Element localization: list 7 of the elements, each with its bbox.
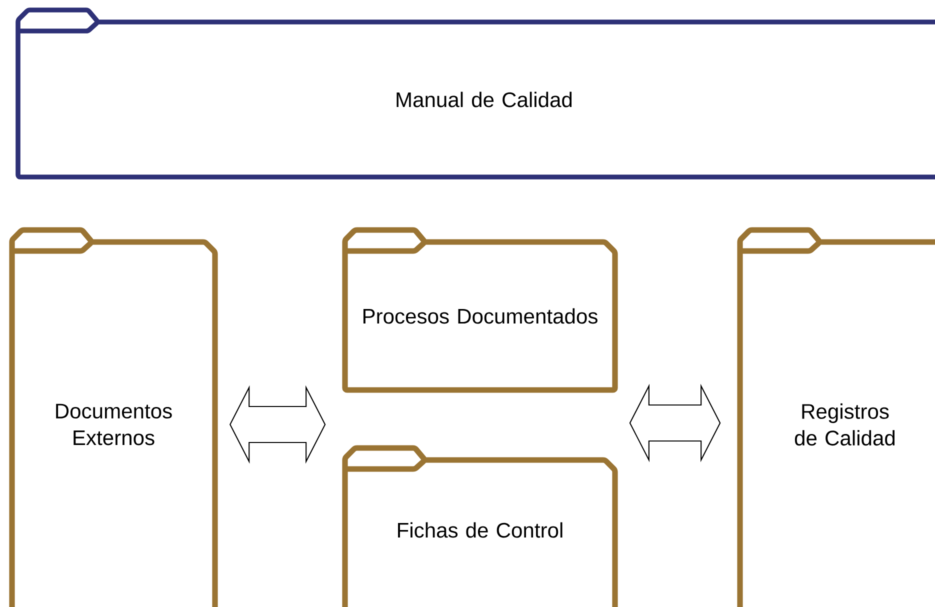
double-arrow xyxy=(230,385,326,464)
double-arrow xyxy=(629,384,721,462)
folder: Manual de Calidad xyxy=(16,8,935,180)
folder: Registros de Calidad xyxy=(737,227,935,607)
folder: Documentos Externos xyxy=(9,227,218,607)
folder: Procesos Documentados xyxy=(342,227,618,393)
folder: Fichas de Control xyxy=(342,445,618,607)
